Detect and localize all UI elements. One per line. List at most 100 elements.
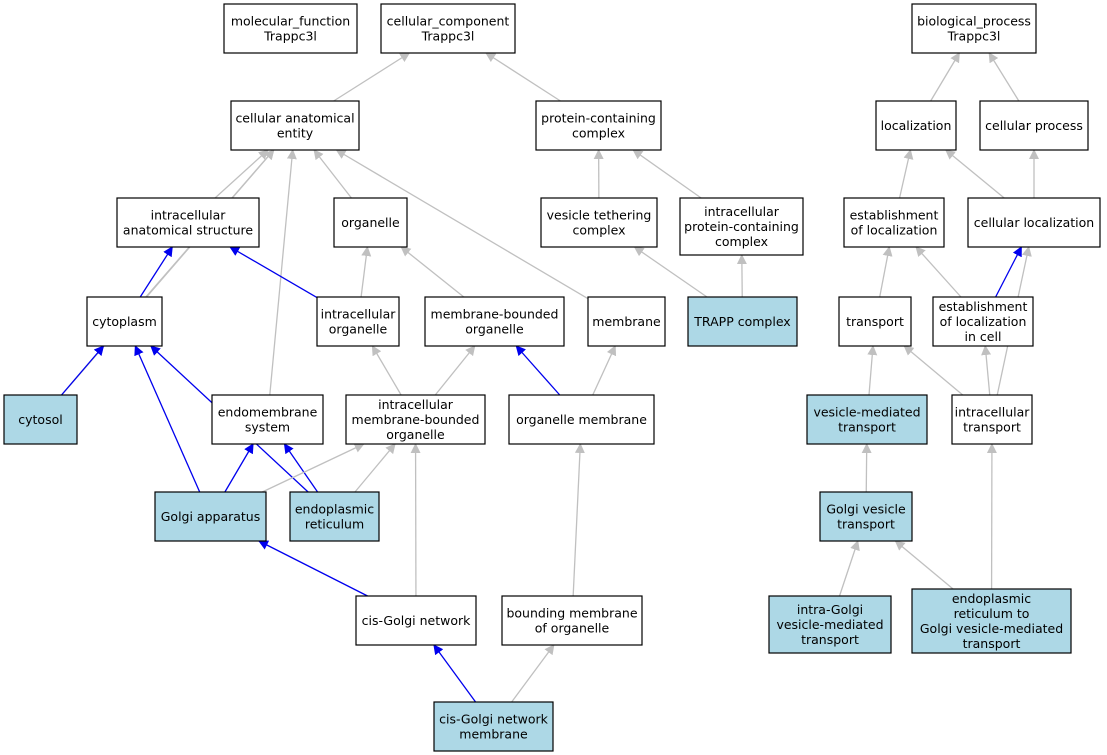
node-label-line: system (245, 420, 290, 435)
node-box (345, 394, 486, 445)
node-label-line: Trappc3l (947, 29, 1001, 44)
edge-er-to-ems (283, 443, 319, 493)
node-label-line: biological_process (917, 14, 1031, 29)
node-loc[interactable]: localization (875, 100, 957, 151)
node-box (535, 100, 662, 151)
node-label-line: establishment (939, 299, 1028, 314)
node-label-line: in cell (965, 329, 1002, 344)
node-tr[interactable]: transport (838, 296, 912, 347)
node-box (951, 394, 1033, 445)
node-cp[interactable]: cellular process (979, 100, 1089, 151)
node-ga[interactable]: Golgi apparatus (154, 491, 267, 542)
node-label-line: intracellular (704, 204, 780, 219)
node-box (838, 296, 912, 347)
node-label-line: transport (846, 314, 904, 329)
node-box (289, 491, 380, 542)
node-box (380, 3, 516, 54)
node-cl[interactable]: cellular localization (967, 197, 1101, 248)
node-label-line: protein-containing (684, 219, 799, 234)
edge-io-to-org (360, 246, 372, 298)
edge-pcc-to-cc (485, 52, 561, 102)
edge-cp-to-bp (988, 52, 1020, 102)
node-label-line: Golgi vesicle (826, 502, 906, 517)
node-cgn[interactable]: cis-Golgi network (355, 595, 477, 646)
node-label-line: endoplasmic (295, 502, 374, 517)
edge-eol-to-loc (898, 149, 914, 199)
node-label-line: transport (963, 420, 1021, 435)
node-label-line: entity (277, 126, 314, 141)
node-box (501, 595, 643, 646)
node-label-line: membrane-bounded (431, 307, 559, 322)
node-box (843, 197, 945, 248)
node-label-line: organelle membrane (516, 412, 647, 427)
node-box (230, 100, 360, 151)
node-box (587, 296, 666, 347)
node-label-line: endomembrane (218, 405, 318, 420)
node-label-line: membrane (592, 314, 661, 329)
node-label-line: of localization (940, 314, 1027, 329)
node-label-line: organelle (465, 322, 524, 337)
edge-ga-to-ems (224, 443, 254, 493)
node-box (355, 595, 477, 646)
node-cyto[interactable]: cytoplasm (86, 296, 163, 347)
node-label-line: vesicle-mediated (813, 405, 920, 420)
node-box (911, 3, 1037, 54)
node-label-line: transport (801, 632, 859, 647)
node-label-line: cytoplasm (92, 314, 157, 329)
node-label-line: vesicle-mediated (776, 617, 883, 632)
node-label-line: intracellular (151, 208, 227, 223)
node-cytosol[interactable]: cytosol (3, 394, 78, 445)
node-box (433, 701, 554, 752)
node-label-line: reticulum to (954, 606, 1030, 621)
node-label-line: reticulum (305, 517, 364, 532)
node-label-line: intra-Golgi (797, 602, 863, 617)
edge-vmt-to-tr (867, 345, 878, 396)
edge-eolc-to-eol (915, 246, 962, 298)
node-om[interactable]: organelle membrane (508, 394, 655, 445)
edge-ergvt-to-gvt (894, 540, 954, 590)
node-label-line: cis-Golgi network (362, 613, 472, 628)
edge-loc-to-bp (930, 52, 960, 102)
node-label-line: endoplasmic (952, 591, 1031, 606)
node-label-line: organelle (341, 215, 400, 230)
node-label-line: cellular localization (974, 215, 1094, 230)
edge-mem-to-cae (335, 149, 589, 300)
edge-imbo-to-io (371, 345, 402, 396)
node-box (86, 296, 163, 347)
node-box (223, 3, 358, 54)
node-trapp[interactable]: TRAPP complex (687, 296, 798, 347)
node-mem[interactable]: membrane (587, 296, 666, 347)
node-label-line: anatomical structure (123, 223, 253, 238)
node-label-line: bounding membrane (506, 606, 637, 621)
node-box (768, 595, 892, 654)
node-label-line: intracellular (955, 405, 1031, 420)
node-label-line: membrane-bounded (352, 412, 480, 427)
edge-cytosol-to-cyto (61, 345, 105, 396)
node-org[interactable]: organelle (333, 197, 408, 248)
node-label-line: organelle (386, 427, 445, 442)
edge-trapp-to-vtc (633, 246, 708, 298)
